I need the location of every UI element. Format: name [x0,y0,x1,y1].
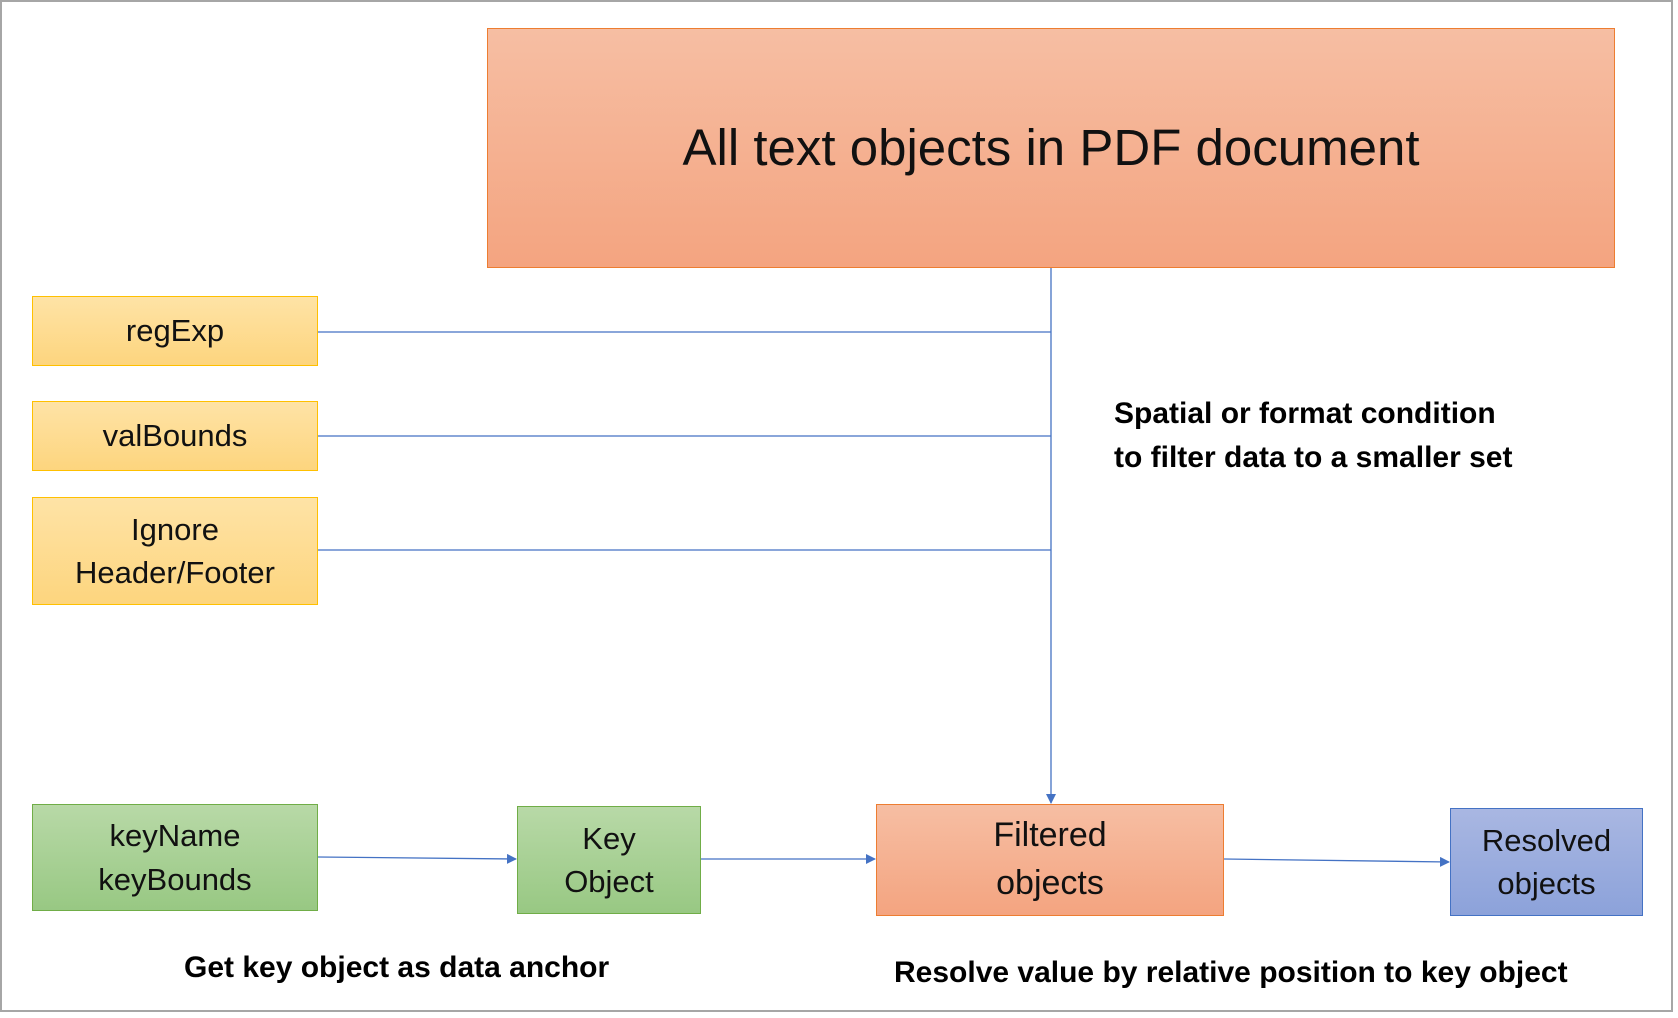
filter-note: Spatial or format condition to filter da… [1114,397,1513,474]
resolve-note: Resolve value by relative position to ke… [894,956,1568,989]
key-input-box: keyName keyBounds [32,804,318,911]
filtered-objects-box: Filtered objects [876,804,1224,916]
key-object-box: Key Object [517,806,701,914]
filtered-arrow [1223,856,1450,867]
valbounds-box: valBounds [32,401,318,471]
ignore-header-footer-box: Ignore Header/Footer [32,497,318,605]
resolved-objects-box: Resolved objects [1450,808,1643,916]
key-note: Get key object as data anchor [184,951,610,984]
regexp-box: regExp [32,296,318,366]
all-text-objects-box: All text objects in PDF document [487,28,1615,268]
key-input-arrow [317,853,517,864]
